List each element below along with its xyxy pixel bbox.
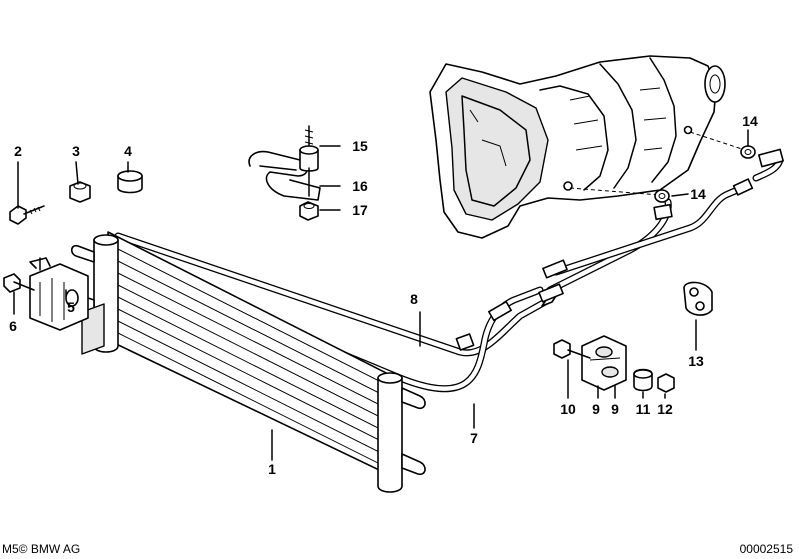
callout-16: 16 <box>352 178 368 194</box>
hose-sleeves <box>455 148 784 351</box>
bushing-11 <box>633 368 653 392</box>
callout-15: 15 <box>352 138 368 154</box>
seal-14-lower <box>654 189 670 203</box>
seal-14-upper <box>740 145 756 159</box>
callout-17: 17 <box>352 202 368 218</box>
callout-3: 3 <box>72 143 80 159</box>
nut-3 <box>69 181 91 203</box>
holder-9 <box>581 335 627 391</box>
nut-12 <box>657 373 675 393</box>
leader-lines <box>13 129 749 461</box>
oil-cooler <box>70 231 426 493</box>
model-code: M5 <box>2 542 19 556</box>
callout-10: 10 <box>560 401 576 417</box>
callout-13: 13 <box>688 353 704 369</box>
callout-5: 5 <box>67 299 75 315</box>
callout-9b: 9 <box>611 401 619 417</box>
leader-dashed-14b <box>569 187 661 196</box>
callout-14b: 14 <box>690 186 706 202</box>
stud-15 <box>299 125 319 197</box>
mounting-bracket <box>29 257 89 331</box>
callout-12: 12 <box>657 401 673 417</box>
clip-13 <box>683 281 713 316</box>
leader-dashed-14a <box>689 131 746 151</box>
callout-8: 8 <box>410 291 418 307</box>
diagram-number: 00002515 <box>739 542 793 556</box>
bolt-10 <box>553 339 591 359</box>
callout-7: 7 <box>470 430 478 446</box>
footer-left: M5© BMW AG <box>2 542 80 556</box>
copyright-notice: © BMW AG <box>18 542 81 556</box>
callout-1: 1 <box>268 461 276 477</box>
transmission-housing <box>429 55 726 239</box>
bolt-2 <box>9 205 45 225</box>
bolt-6 <box>3 273 35 293</box>
callout-6: 6 <box>9 318 17 334</box>
grommet-4 <box>117 170 143 194</box>
callout-4: 4 <box>124 143 132 159</box>
callout-2: 2 <box>14 143 22 159</box>
callout-labels: 1 2 3 4 5 6 7 8 9 9 10 11 12 13 14 14 15… <box>9 113 758 477</box>
callout-14a: 14 <box>742 113 758 129</box>
nut-17 <box>299 201 319 221</box>
callout-11: 11 <box>636 401 651 417</box>
callout-9a: 9 <box>592 401 600 417</box>
